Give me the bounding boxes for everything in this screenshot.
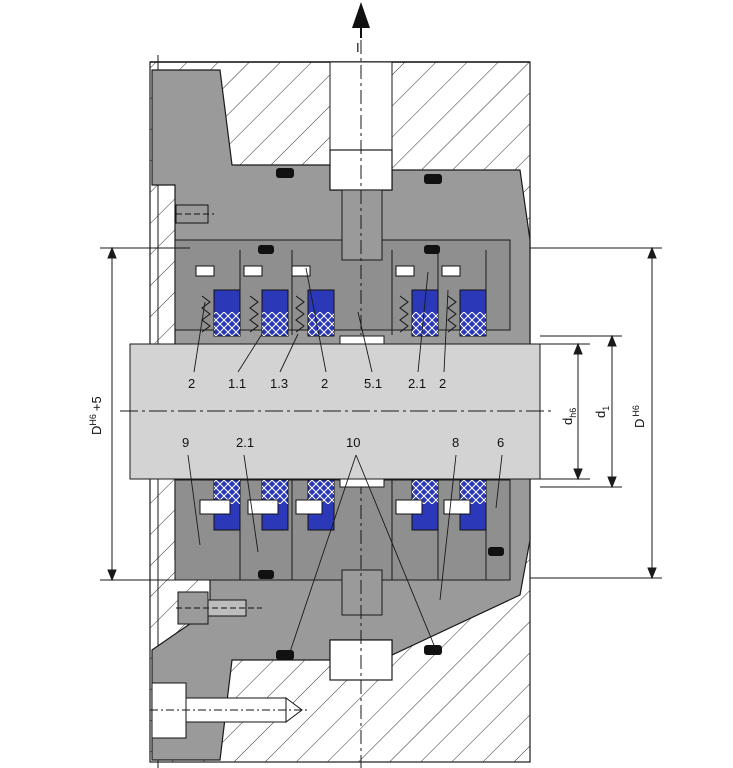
dimension-lines — [100, 246, 662, 582]
label-part-9: 9 — [182, 435, 189, 450]
label-part-6: 6 — [497, 435, 504, 450]
label-part-5-1: 5.1 — [364, 376, 382, 391]
screws — [150, 204, 310, 739]
svg-text:DH6+5: DH6+5 — [88, 396, 104, 435]
svg-text:dh6: dh6 — [560, 408, 578, 425]
label-part-2-c: 2 — [439, 376, 446, 391]
central-port — [329, 40, 393, 768]
o-rings — [258, 168, 504, 660]
label-part-2-b: 2 — [321, 376, 328, 391]
leader-lines — [187, 267, 503, 653]
flow-arrow: I — [352, 2, 370, 55]
dim-label-housing-bore-plus5: DH6+5 — [88, 396, 104, 435]
label-part-8: 8 — [452, 435, 459, 450]
dim-label-d1: d1 — [593, 406, 611, 418]
lower-part-labels: 9 2.1 10 8 6 — [182, 435, 504, 450]
label-part-1-1: 1.1 — [228, 376, 246, 391]
label-part-2-a: 2 — [188, 376, 195, 391]
svg-text:DH6: DH6 — [631, 405, 647, 428]
label-part-10: 10 — [346, 435, 360, 450]
drive-pins — [195, 265, 471, 515]
upper-part-labels: 2 1.1 1.3 2 5.1 2.1 2 — [188, 376, 446, 391]
dim-label-housing-bore: DH6 — [631, 405, 647, 428]
springs — [201, 295, 457, 333]
svg-text:d1: d1 — [593, 406, 611, 418]
dim-label-dh6: dh6 — [560, 408, 578, 425]
flow-mark: I — [356, 40, 360, 55]
label-part-2-1-b: 2.1 — [236, 435, 254, 450]
label-part-1-3: 1.3 — [270, 376, 288, 391]
label-part-2-1-a: 2.1 — [408, 376, 426, 391]
shaft — [120, 335, 555, 488]
